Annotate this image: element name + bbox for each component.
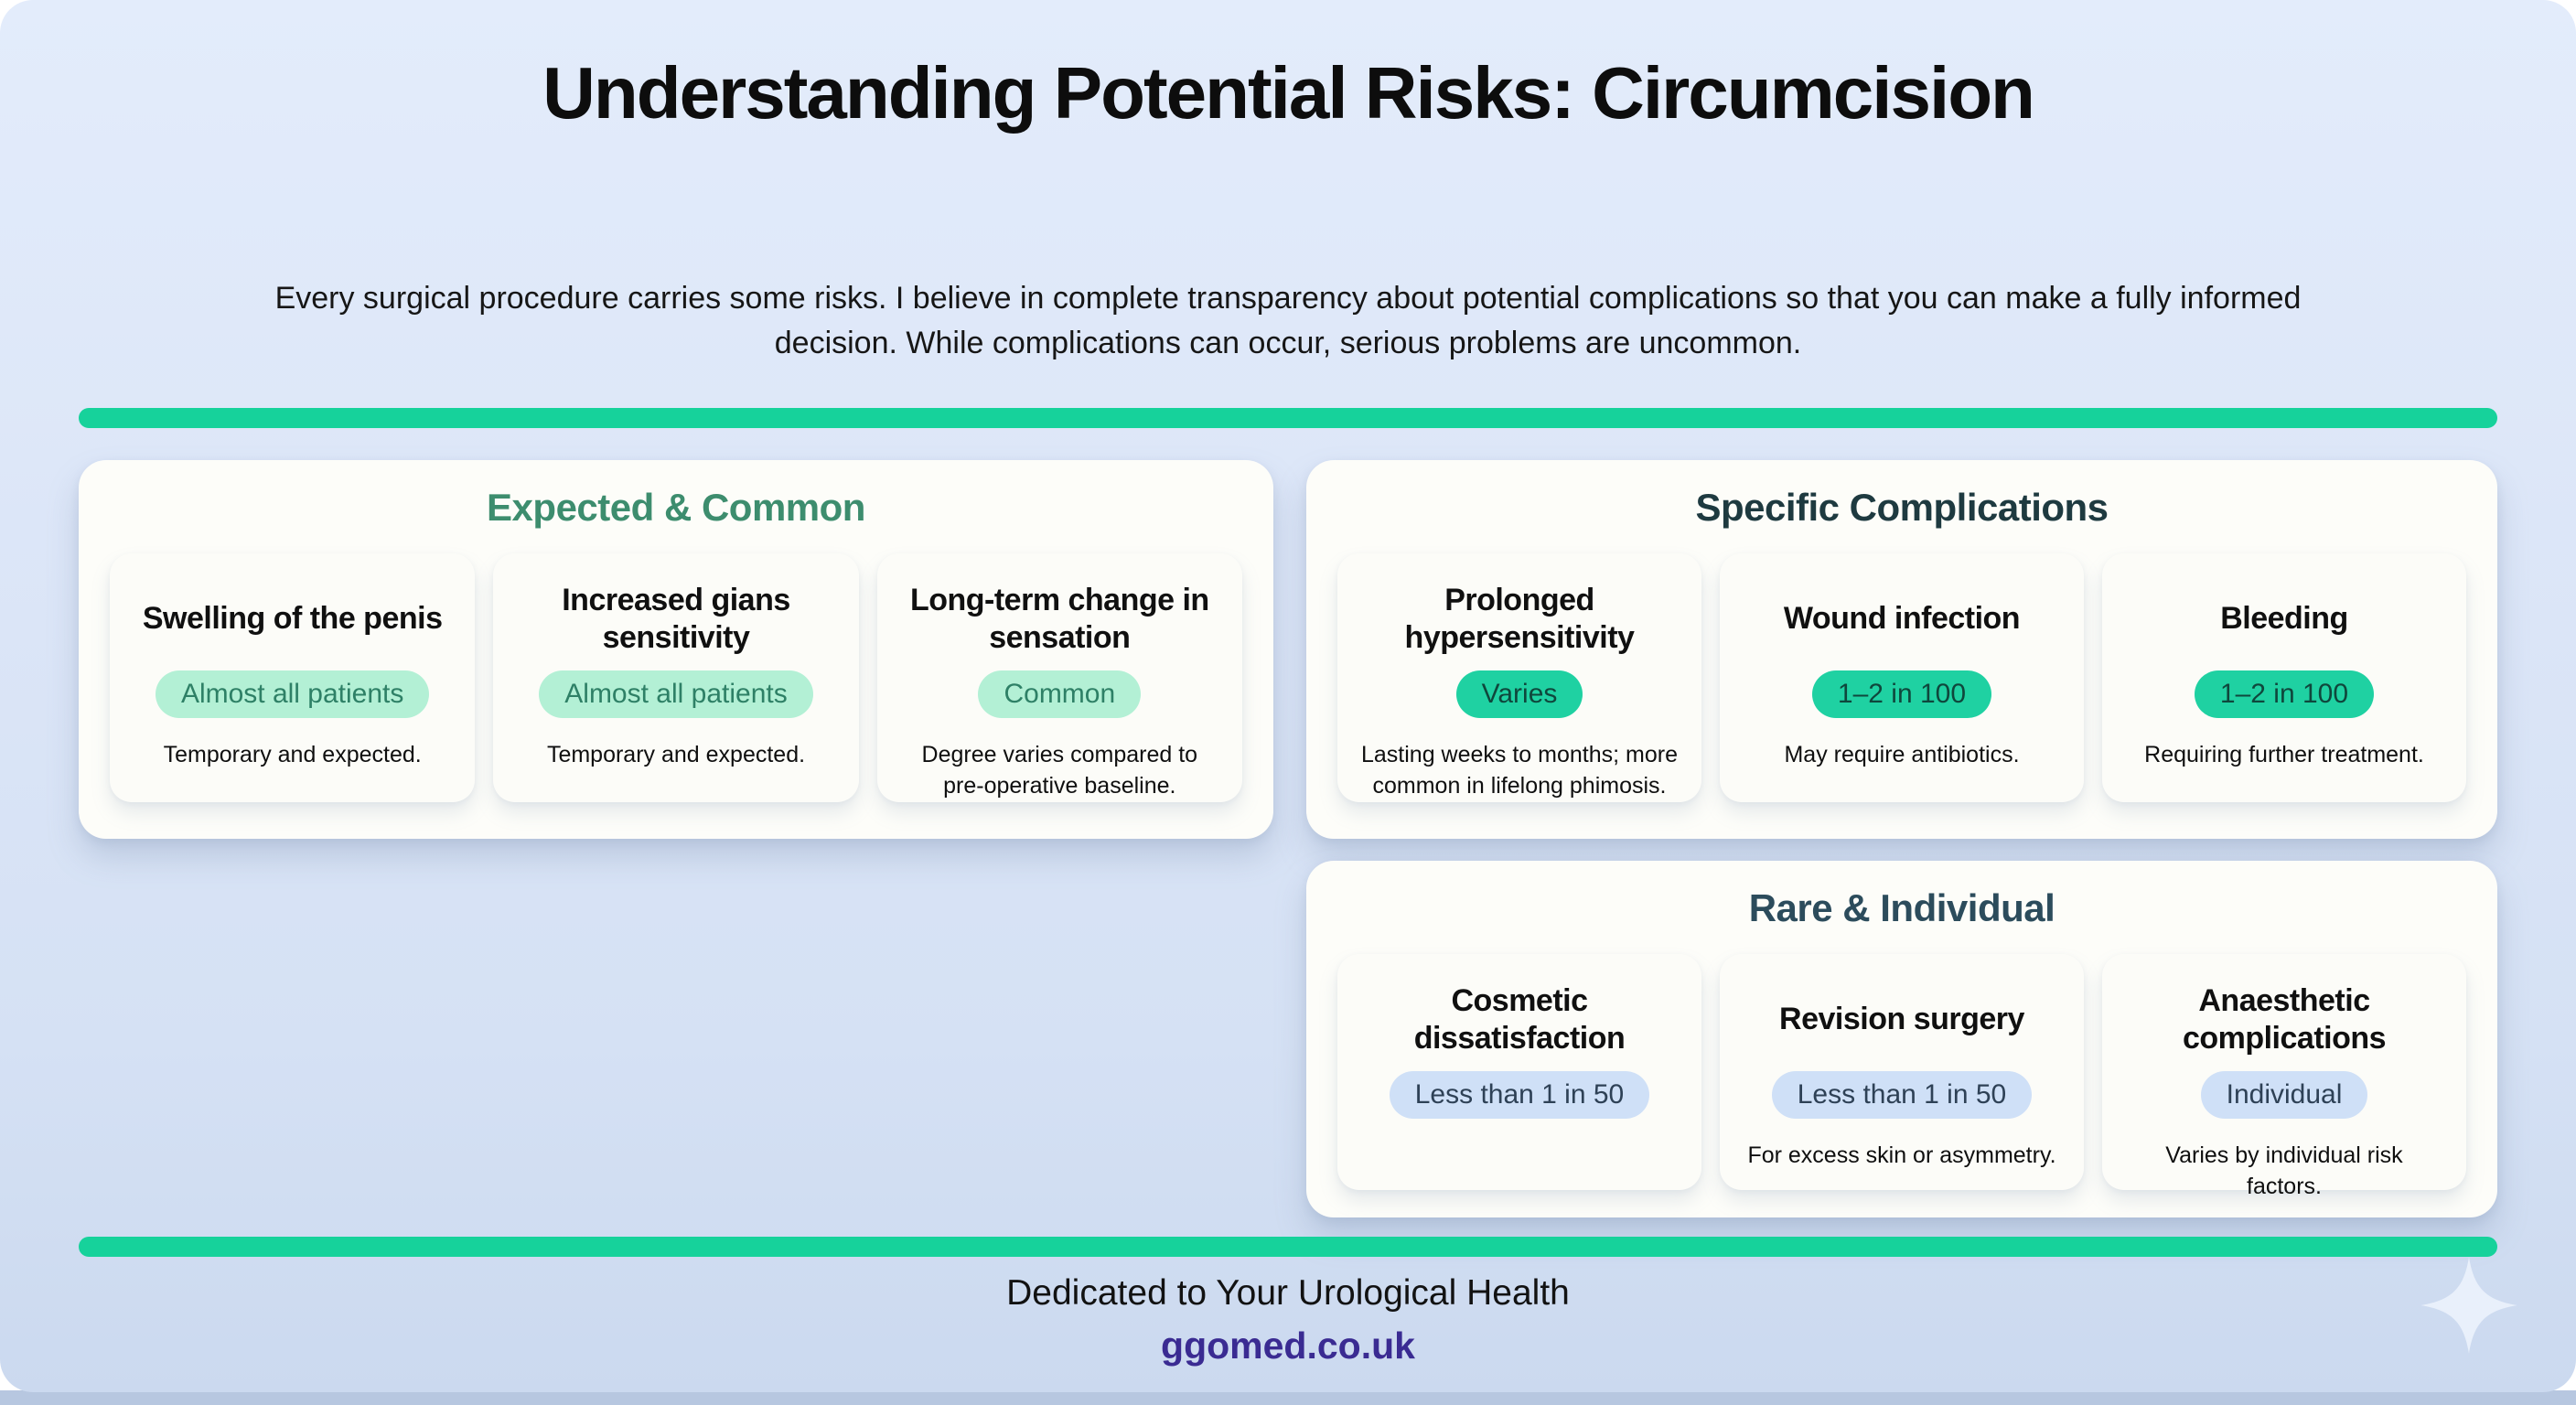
card-title: Cosmetic dissatisfaction xyxy=(1413,982,1626,1056)
risk-card-cosmetic: Cosmetic dissatisfaction Less than 1 in … xyxy=(1337,954,1701,1190)
section-title: Expected & Common xyxy=(487,486,865,529)
risk-card-anaesthetic: Anaesthetic complications Individual Var… xyxy=(2102,954,2466,1199)
frequency-badge: Common xyxy=(978,670,1142,718)
cards-row: Prolonged hypersensitivity Varies Lastin… xyxy=(1337,553,2466,802)
frequency-badge: Almost all patients xyxy=(155,670,430,718)
frequency-badge: Individual xyxy=(2200,1071,2368,1119)
risk-card-revision-surgery: Revision surgery Less than 1 in 50 For e… xyxy=(1720,954,2084,1190)
cards-row: Swelling of the penis Almost all patient… xyxy=(110,553,1242,802)
risk-card-hypersensitivity: Prolonged hypersensitivity Varies Lastin… xyxy=(1337,553,1701,802)
footer-divider-bar xyxy=(79,1237,2497,1257)
top-divider-bar xyxy=(79,408,2497,428)
card-description: May require antibiotics. xyxy=(1784,742,2020,767)
risk-card-sensation-change: Long-term change in sensation Common Deg… xyxy=(876,553,1242,802)
frequency-badge: 1–2 in 100 xyxy=(2194,670,2375,718)
section-title: Rare & Individual xyxy=(1748,886,2055,929)
card-title: Swelling of the penis xyxy=(142,601,443,637)
frequency-badge: Less than 1 in 50 xyxy=(1771,1071,2033,1119)
intro-paragraph: Every surgical procedure carries some ri… xyxy=(274,281,2302,361)
risk-card-wound-infection: Wound infection 1–2 in 100 May require a… xyxy=(1720,553,2084,802)
card-title: Anaesthetic complications xyxy=(2182,982,2387,1056)
card-title: Revision surgery xyxy=(1779,1002,2024,1037)
frequency-badge: Almost all patients xyxy=(539,670,813,718)
sparkle-icon xyxy=(2420,1257,2517,1354)
card-title: Prolonged hypersensitivity xyxy=(1404,582,1635,655)
section-expected-common: Expected & Common Swelling of the penis … xyxy=(79,460,1273,839)
website-link[interactable]: ggomed.co.uk xyxy=(1161,1325,1415,1367)
section-title: Specific Complications xyxy=(1695,486,2109,529)
frequency-badge: Less than 1 in 50 xyxy=(1389,1071,1650,1119)
card-description: Requiring further treatment. xyxy=(2144,742,2424,767)
card-title: Long-term change in sensation xyxy=(909,582,1209,655)
card-description: Lasting weeks to months; more common in … xyxy=(1360,742,1678,799)
footer-tagline: Dedicated to Your Urological Health xyxy=(1006,1273,1570,1313)
bottom-edge-strip xyxy=(0,1390,2576,1405)
frequency-badge: Varies xyxy=(1455,670,1583,718)
card-title: Wound infection xyxy=(1783,601,2021,637)
risk-card-sensitivity: Increased gians sensitivity Almost all p… xyxy=(493,553,859,802)
card-description: Varies by individual risk factors. xyxy=(2165,1142,2403,1199)
card-description: For excess skin or asymmetry. xyxy=(1747,1142,2056,1168)
card-title: Increased gians sensitivity xyxy=(562,582,790,655)
cards-row: Cosmetic dissatisfaction Less than 1 in … xyxy=(1337,954,2466,1199)
card-title: Bleeding xyxy=(2220,601,2348,637)
card-description: Temporary and expected. xyxy=(163,742,422,767)
frequency-badge: 1–2 in 100 xyxy=(1811,670,1992,718)
card-description: Temporary and expected. xyxy=(546,742,806,767)
card-description: Degree varies compared to pre-operative … xyxy=(921,742,1198,799)
risk-card-swelling: Swelling of the penis Almost all patient… xyxy=(110,553,476,802)
page-title: Understanding Potential Risks: Circumcis… xyxy=(542,52,2035,134)
section-rare-individual: Rare & Individual Cosmetic dissatisfacti… xyxy=(1306,861,2497,1217)
risk-card-bleeding: Bleeding 1–2 in 100 Requiring further tr… xyxy=(2102,553,2466,802)
section-specific-complications: Specific Complications Prolonged hyperse… xyxy=(1306,460,2497,839)
